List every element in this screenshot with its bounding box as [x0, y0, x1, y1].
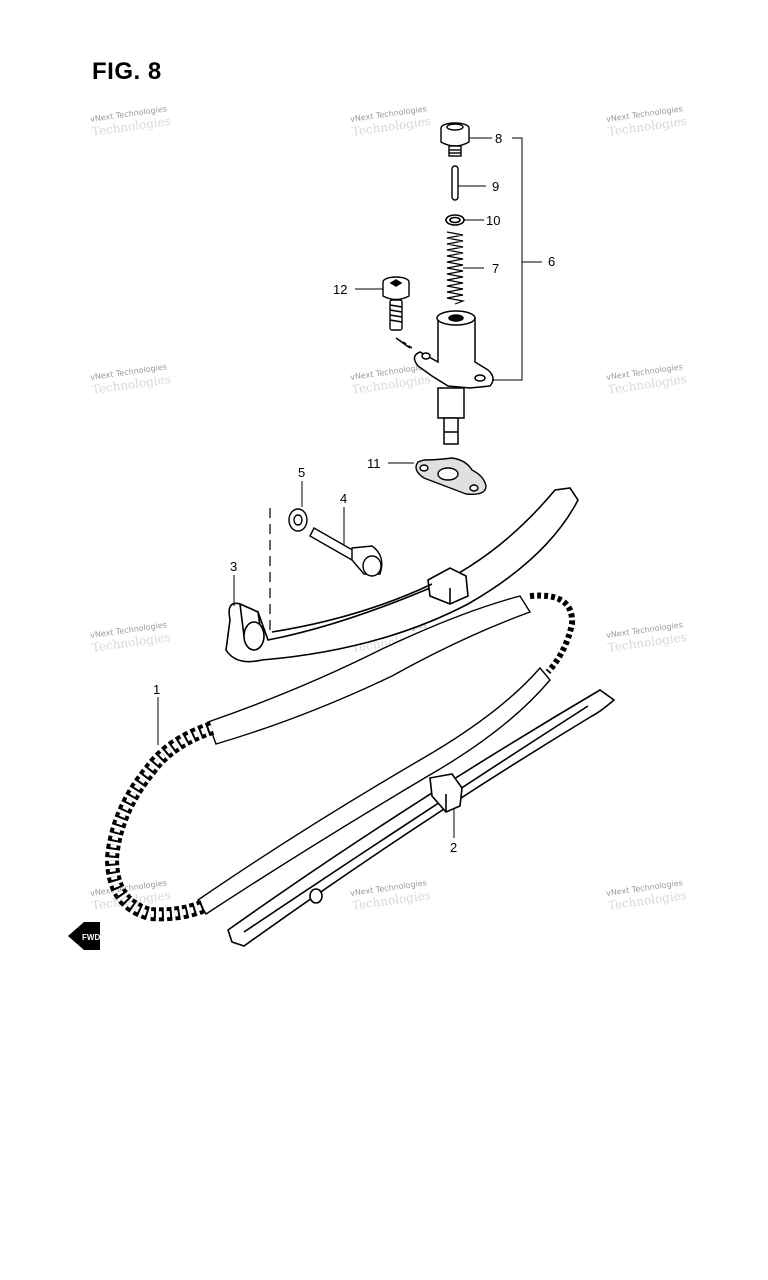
tensioner-cap-bolt [440, 122, 470, 157]
callout-10: 10 [486, 213, 500, 228]
callout-labels: 1 2 3 4 5 6 7 8 9 10 11 12 [153, 131, 555, 855]
callout-7: 7 [492, 261, 499, 276]
watermark: Technologies vNext Technologies [606, 620, 688, 655]
callout-2: 2 [450, 840, 457, 855]
watermark: Technologies vNext Technologies [90, 104, 172, 139]
fwd-arrow-icon: FWD [68, 922, 100, 950]
callout-6: 6 [548, 254, 555, 269]
tensioner-gasket [415, 457, 487, 496]
watermark: Technologies vNext Technologies [606, 362, 688, 397]
watermark: Technologies vNext Technologies [606, 878, 688, 913]
mounting-bolt [382, 276, 410, 331]
tensioner-spring [446, 231, 466, 305]
callout-1: 1 [153, 682, 160, 697]
fwd-label: FWD [82, 933, 100, 942]
cam-chain [104, 592, 576, 922]
callout-11: 11 [367, 456, 381, 471]
watermark: Technologies vNext Technologies [90, 362, 172, 397]
washer [288, 508, 308, 532]
watermark: Technologies vNext Technologies [90, 620, 172, 655]
callout-12: 12 [333, 282, 347, 297]
pivot-bolt [309, 527, 383, 577]
callout-3: 3 [230, 559, 237, 574]
watermark: Technologies vNext Technologies [350, 104, 432, 139]
chain-tensioner-guide [225, 487, 579, 663]
watermark: Technologies vNext Technologies [606, 104, 688, 139]
callout-9: 9 [492, 179, 499, 194]
callout-8: 8 [495, 131, 502, 146]
chain-guide [227, 689, 616, 947]
figure-title: FIG. 8 [92, 58, 162, 85]
callout-4: 4 [340, 491, 347, 506]
callout-5: 5 [298, 465, 305, 480]
watermark: Technologies vNext Technologies [350, 878, 432, 913]
tensioner-pin [451, 165, 459, 201]
tensioner-assembly [395, 310, 494, 445]
o-ring [445, 214, 465, 226]
callout-leaders [157, 137, 542, 838]
